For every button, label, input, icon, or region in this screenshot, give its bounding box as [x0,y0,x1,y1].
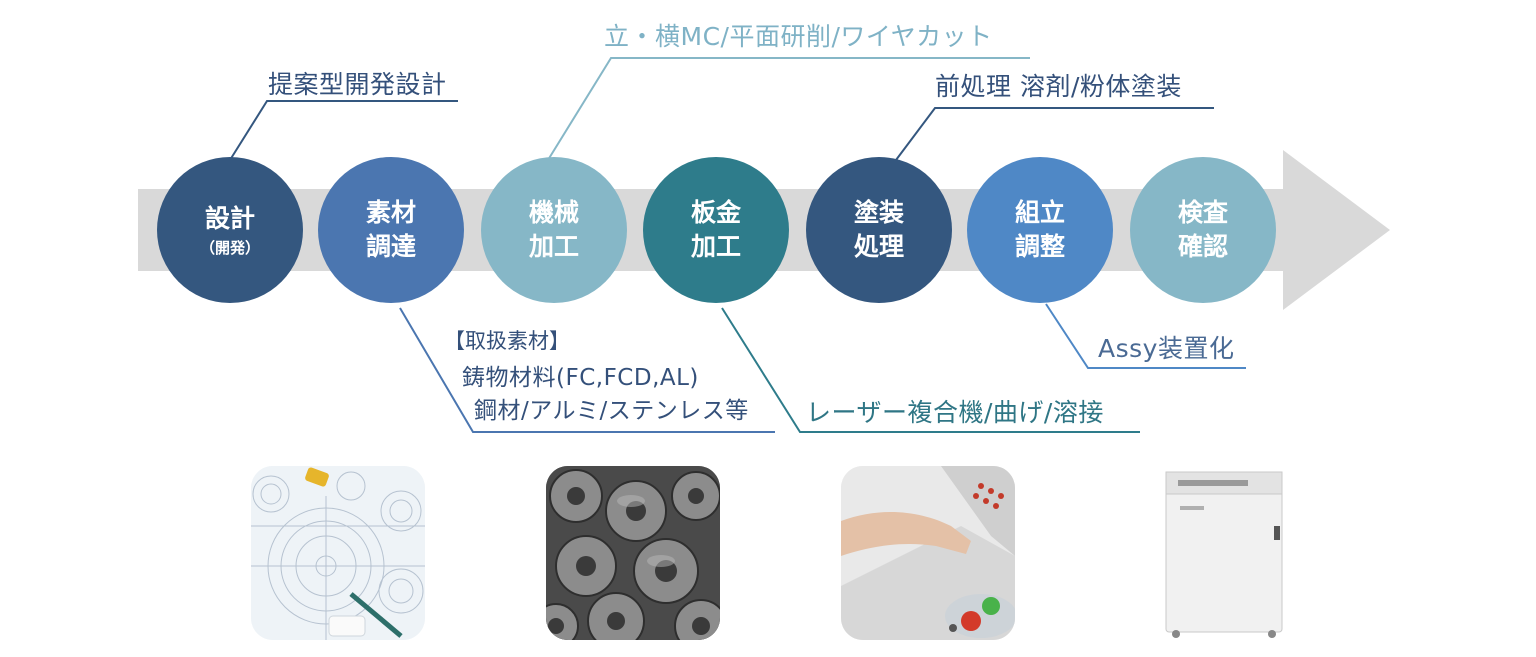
hand-on-machine-photo [841,466,1015,640]
step-sheetmetal-label2: 加工 [690,232,741,261]
step-inspection: 検査 確認 [1130,157,1276,303]
leader-line-sheetmetal [721,307,1140,433]
materials-title: 【取扱素材】 [444,329,570,353]
step-inspection-label1: 検査 [1177,198,1228,228]
step-machining-label2: 加工 [528,232,579,261]
step-design-label: 設計 [204,204,255,233]
step-assembly: 組立 調整 [967,157,1113,303]
leader-line-materials [399,307,775,433]
step-machining: 機械 加工 [481,157,627,303]
metal-parts-photo [546,466,720,640]
step-painting-label1: 塗装 [853,198,904,228]
leader-line-assembly [1045,303,1246,369]
callout-design: 提案型開発設計 [268,70,447,99]
leader-line-design [229,100,458,161]
step-painting: 塗装 処理 [806,157,952,303]
step-design: 設計 （開発） [157,157,303,303]
step-materials-label2: 調達 [365,232,416,261]
step-materials-label1: 素材 [365,198,416,228]
step-sheetmetal-label1: 板金 [690,198,741,228]
step-assembly-label2: 調整 [1014,232,1065,261]
blueprint-drawing-photo [251,466,425,640]
shredder-device-photo [1136,466,1310,640]
step-design-sublabel: （開発） [199,238,260,257]
callout-sheetmetal: レーザー複合機/曲げ/溶接 [806,398,1104,427]
leader-line-machining [547,57,1030,161]
step-machining-label1: 機械 [528,198,579,228]
step-sheetmetal: 板金 加工 [643,157,789,303]
leader-line-painting [895,107,1214,161]
callout-assembly: Assy装置化 [1098,334,1235,363]
callout-machining: 立・横MC/平面研削/ワイヤカット [604,22,993,51]
step-inspection-label2: 確認 [1177,232,1228,261]
step-painting-label2: 処理 [853,232,904,261]
step-materials: 素材 調達 [318,157,464,303]
materials-line-1: 鋳物材料(FC,FCD,AL) [462,365,699,391]
materials-line-2: 鋼材/アルミ/ステンレス等 [474,398,749,424]
callout-painting: 前処理 溶剤/粉体塗装 [935,72,1182,101]
step-assembly-label1: 組立 [1014,198,1065,228]
